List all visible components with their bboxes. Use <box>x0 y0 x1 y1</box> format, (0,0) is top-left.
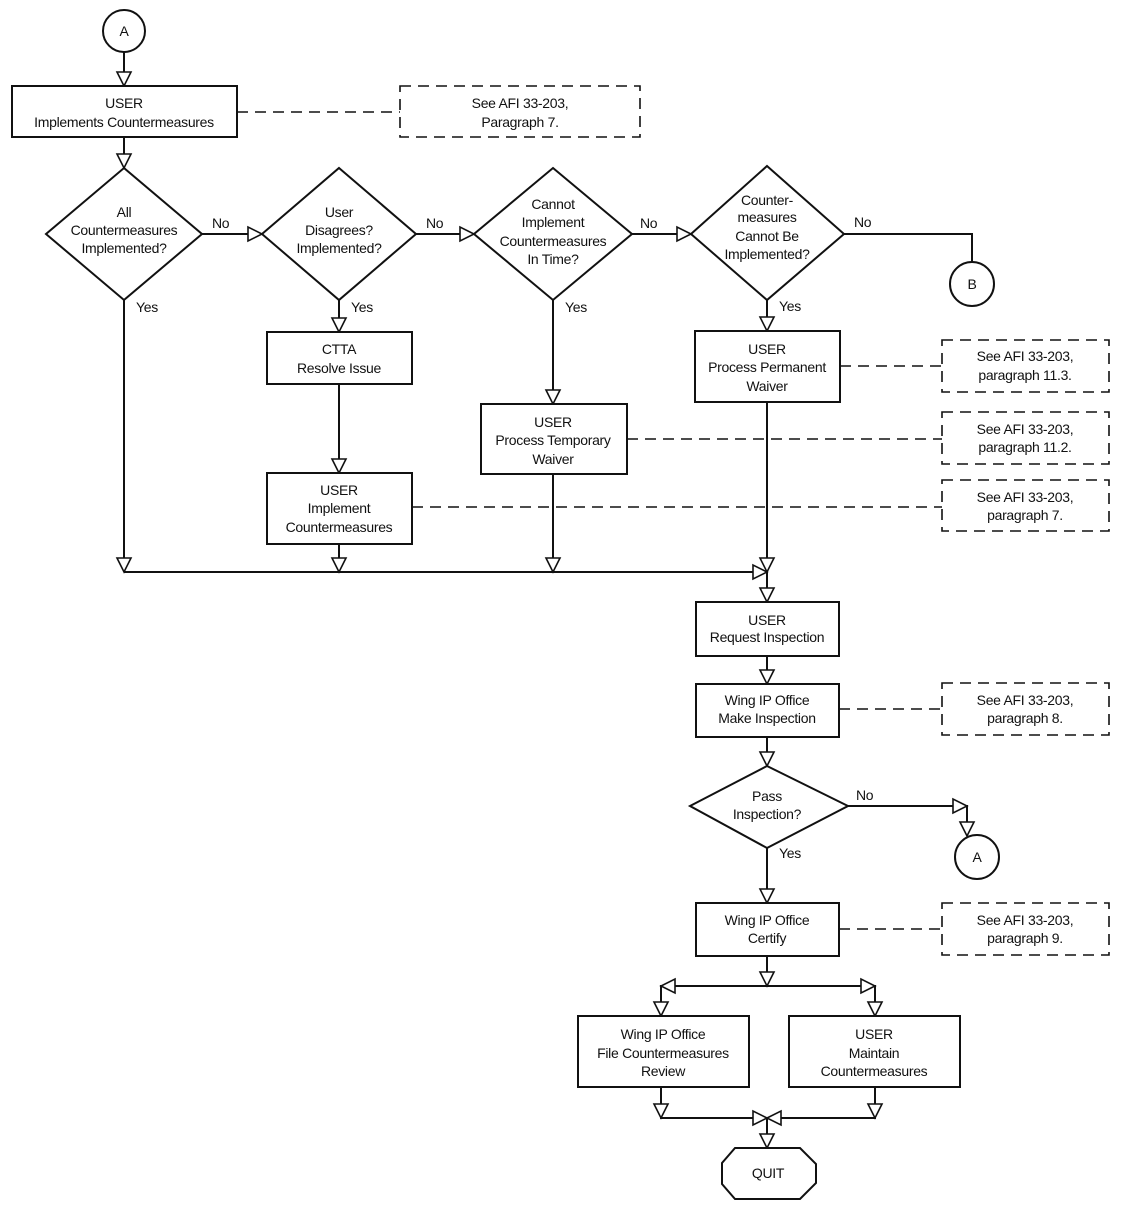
svg-text:USER: USER <box>105 95 143 111</box>
svg-text:Countermeasures: Countermeasures <box>71 222 178 238</box>
svg-text:File Countermeasures: File Countermeasures <box>597 1045 729 1061</box>
svg-text:In Time?: In Time? <box>527 251 579 267</box>
label-yes: Yes <box>779 298 801 314</box>
note-paragraph-11-2: See AFI 33-203, paragraph 11.2. <box>941 411 1110 465</box>
note-paragraph-11-3: See AFI 33-203, paragraph 11.3. <box>941 339 1110 393</box>
note-links <box>237 111 942 930</box>
process-implement-countermeasures: USER Implement Countermeasures <box>266 472 413 545</box>
svg-text:USER: USER <box>855 1026 893 1042</box>
process-permanent-waiver: USER Process Permanent Waiver <box>694 330 841 403</box>
label-yes: Yes <box>779 845 801 861</box>
svg-text:All: All <box>117 204 132 220</box>
svg-text:Waiver: Waiver <box>532 451 574 467</box>
svg-text:See AFI 33-203,: See AFI 33-203, <box>977 692 1074 708</box>
svg-text:Countermeasures: Countermeasures <box>500 233 607 249</box>
svg-text:Counter-: Counter- <box>741 192 794 208</box>
svg-text:Disagrees?: Disagrees? <box>305 222 373 238</box>
connector-label: B <box>967 276 976 292</box>
svg-text:paragraph 11.2.: paragraph 11.2. <box>978 439 1071 455</box>
svg-text:Certify: Certify <box>748 930 787 946</box>
label-yes: Yes <box>565 299 587 315</box>
svg-text:User: User <box>325 204 354 220</box>
label-no: No <box>212 215 230 231</box>
decision-user-disagrees: User Disagrees? Implemented? <box>260 166 418 302</box>
svg-text:Review: Review <box>641 1063 686 1079</box>
svg-text:paragraph 11.3.: paragraph 11.3. <box>978 367 1071 383</box>
svg-text:See AFI 33-203,: See AFI 33-203, <box>977 348 1074 364</box>
svg-text:See AFI 33-203,: See AFI 33-203, <box>977 912 1074 928</box>
svg-text:Process Permanent: Process Permanent <box>708 359 826 375</box>
process-file-review: Wing IP Office File Countermeasures Revi… <box>577 1015 750 1088</box>
connector-b: B <box>949 261 995 307</box>
svg-text:paragraph 9.: paragraph 9. <box>987 930 1063 946</box>
label-no: No <box>640 215 658 231</box>
svg-text:USER: USER <box>748 612 786 628</box>
svg-text:Maintain: Maintain <box>849 1045 900 1061</box>
svg-text:Wing IP Office: Wing IP Office <box>725 692 810 708</box>
branch-labels: No No No No No Yes Yes Yes Yes Yes <box>136 214 874 861</box>
svg-text:CTTA: CTTA <box>322 341 357 357</box>
label-yes: Yes <box>136 299 158 315</box>
svg-text:measures: measures <box>737 209 796 225</box>
process-ctta-resolve-issue: CTTA Resolve Issue <box>266 331 413 385</box>
label-no: No <box>854 214 872 230</box>
svg-text:Implemented?: Implemented? <box>724 246 810 262</box>
svg-text:Countermeasures: Countermeasures <box>286 519 393 535</box>
svg-text:paragraph 7.: paragraph 7. <box>987 507 1063 523</box>
svg-text:Inspection?: Inspection? <box>733 806 802 822</box>
svg-text:Implement: Implement <box>522 214 585 230</box>
decision-cannot-be-implemented: Counter- measures Cannot Be Implemented? <box>689 164 846 302</box>
svg-text:See AFI 33-203,: See AFI 33-203, <box>977 489 1074 505</box>
decision-all-implemented: All Countermeasures Implemented? <box>44 166 204 302</box>
decision-in-time: Cannot Implement Countermeasures In Time… <box>472 166 634 302</box>
svg-text:Implemented?: Implemented? <box>81 240 167 256</box>
note-paragraph-7-top: See AFI 33-203, Paragraph 7. <box>399 85 641 138</box>
svg-text:Paragraph 7.: Paragraph 7. <box>481 114 558 130</box>
svg-text:See AFI 33-203,: See AFI 33-203, <box>977 421 1074 437</box>
svg-text:Waiver: Waiver <box>746 378 788 394</box>
svg-text:QUIT: QUIT <box>752 1165 785 1181</box>
label-no: No <box>426 215 444 231</box>
svg-text:Make Inspection: Make Inspection <box>718 710 815 726</box>
note-paragraph-9: See AFI 33-203, paragraph 9. <box>941 902 1110 956</box>
label-no: No <box>856 787 874 803</box>
svg-text:USER: USER <box>748 341 786 357</box>
svg-text:Request Inspection: Request Inspection <box>710 629 824 645</box>
svg-text:USER: USER <box>534 414 572 430</box>
process-maintain-countermeasures: USER Maintain Countermeasures <box>788 1015 961 1088</box>
label-yes: Yes <box>351 299 373 315</box>
svg-text:Implements Countermeasures: Implements Countermeasures <box>34 114 214 130</box>
svg-text:Implemented?: Implemented? <box>296 240 382 256</box>
connector-a-bottom: A <box>954 834 1000 880</box>
svg-text:Pass: Pass <box>752 788 782 804</box>
connector-label: A <box>972 849 982 865</box>
svg-text:Wing IP Office: Wing IP Office <box>621 1026 706 1042</box>
svg-text:Cannot Be: Cannot Be <box>735 228 799 244</box>
process-temporary-waiver: USER Process Temporary Waiver <box>480 403 628 475</box>
svg-text:Implement: Implement <box>308 500 371 516</box>
connector-label: A <box>119 23 129 39</box>
svg-text:Cannot: Cannot <box>531 196 575 212</box>
svg-text:Wing IP Office: Wing IP Office <box>725 912 810 928</box>
svg-text:USER: USER <box>320 482 358 498</box>
process-request-inspection: USER Request Inspection <box>695 601 840 657</box>
process-implements-countermeasures: USER Implements Countermeasures <box>11 85 238 138</box>
process-certify: Wing IP Office Certify <box>695 902 840 957</box>
note-paragraph-8: See AFI 33-203, paragraph 8. <box>941 682 1110 736</box>
note-paragraph-7: See AFI 33-203, paragraph 7. <box>941 479 1110 532</box>
connector-a-top: A <box>102 9 146 53</box>
svg-text:Process Temporary: Process Temporary <box>495 432 611 448</box>
svg-text:Countermeasures: Countermeasures <box>821 1063 928 1079</box>
svg-text:paragraph 8.: paragraph 8. <box>987 710 1063 726</box>
terminator-quit: QUIT <box>721 1147 817 1200</box>
svg-text:See AFI 33-203,: See AFI 33-203, <box>472 95 569 111</box>
process-make-inspection: Wing IP Office Make Inspection <box>695 683 840 738</box>
svg-text:Resolve Issue: Resolve Issue <box>297 360 382 376</box>
decision-pass-inspection: Pass Inspection? <box>687 764 851 850</box>
